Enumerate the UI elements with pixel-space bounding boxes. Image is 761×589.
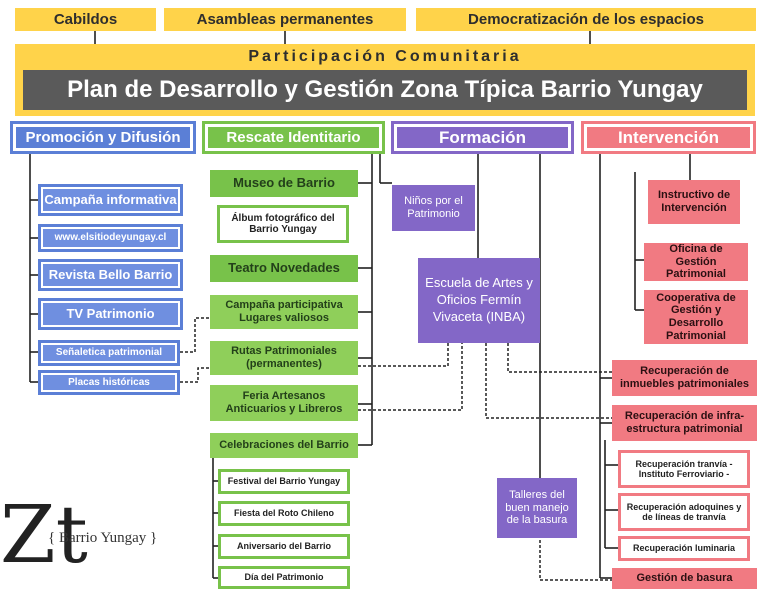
plan-title: Plan de Desarrollo y Gestión Zona Típica… [23, 70, 747, 110]
formacion-title: Formación [397, 127, 568, 148]
campana-informativa: Campaña informativa [38, 184, 183, 216]
placas-historicas: Placas históricas [38, 370, 180, 395]
feria-artesanos: Feria Artesanos Anticuarios y Libreros [210, 385, 358, 421]
cabildos-label: Cabildos [53, 10, 118, 28]
cooperativa-gestion: Cooperativa de Gestión y Desarrollo Patr… [644, 290, 748, 344]
instructivo-intervencion: Instructivo de Intervención [648, 180, 740, 224]
revista-bello-barrio: Revista Bello Barrio [38, 259, 183, 291]
formacion-header: Formación [391, 121, 574, 154]
senaletica-patrimonial: Señaletica patrimonial [38, 340, 180, 366]
recuperacion-tranvia: Recuperación tranvía -Instituto Ferrovia… [618, 450, 750, 488]
promocion-header: Promoción y Difusión [10, 121, 196, 154]
intervencion-title: Intervención [587, 127, 750, 148]
intervencion-header: Intervención [581, 121, 756, 154]
talleres-manejo-basura: Talleres del buen manejo de la basura [497, 478, 577, 538]
recuperacion-inmuebles: Recuperación de inmuebles patrimoniales [612, 360, 757, 396]
asambleas-label: Asambleas permanentes [196, 10, 374, 28]
logo-text: { Barrio Yungay } [48, 530, 158, 546]
rescate-title: Rescate Identitario [208, 127, 379, 148]
asambleas-box: Asambleas permanentes [164, 8, 406, 31]
album-fotografico: Álbum fotográfico del Barrio Yungay [217, 205, 349, 243]
recuperacion-infraestructura: Recuperación de infra-estructura patrimo… [612, 405, 757, 441]
ninos-por-el-patrimonio: Niños por el Patrimonio [392, 185, 475, 231]
cabildos-box: Cabildos [15, 8, 156, 31]
democratizacion-label: Democratización de los espacios [468, 10, 704, 28]
website-link[interactable]: www.elsitiodeyungay.cl [38, 224, 183, 252]
festival-barrio-yungay: Festival del Barrio Yungay [218, 469, 350, 494]
promocion-title: Promoción y Difusión [16, 127, 190, 148]
tv-patrimonio: TV Patrimonio [38, 298, 183, 330]
logo-symbol: Zt [0, 488, 88, 581]
dia-del-patrimonio: Día del Patrimonio [218, 566, 350, 589]
rutas-patrimoniales: Rutas Patrimoniales (permanentes) [210, 341, 358, 375]
teatro-novedades: Teatro Novedades [210, 255, 358, 282]
aniversario-barrio: Aniversario del Barrio [218, 534, 350, 559]
gestion-de-basura: Gestión de basura [612, 568, 757, 589]
recuperacion-adoquines: Recuperación adoquines y de líneas de tr… [618, 493, 750, 531]
oficina-gestion-patrimonial: Oficina de Gestión Patrimonial [644, 243, 748, 281]
rescate-header: Rescate Identitario [202, 121, 385, 154]
participacion-title: Participación Comunitaria [248, 47, 522, 65]
democratizacion-box: Democratización de los espacios [416, 8, 756, 31]
fiesta-roto-chileno: Fiesta del Roto Chileno [218, 501, 350, 526]
recuperacion-luminaria: Recuperación luminaria [618, 536, 750, 561]
celebraciones-del-barrio: Celebraciones del Barrio [210, 433, 358, 458]
museo-de-barrio: Museo de Barrio [210, 170, 358, 197]
campana-participativa: Campaña participativa Lugares valiosos [210, 295, 358, 329]
escuela-artes-oficios: Escuela de Artes y Oficios Fermín Vivace… [418, 258, 540, 343]
